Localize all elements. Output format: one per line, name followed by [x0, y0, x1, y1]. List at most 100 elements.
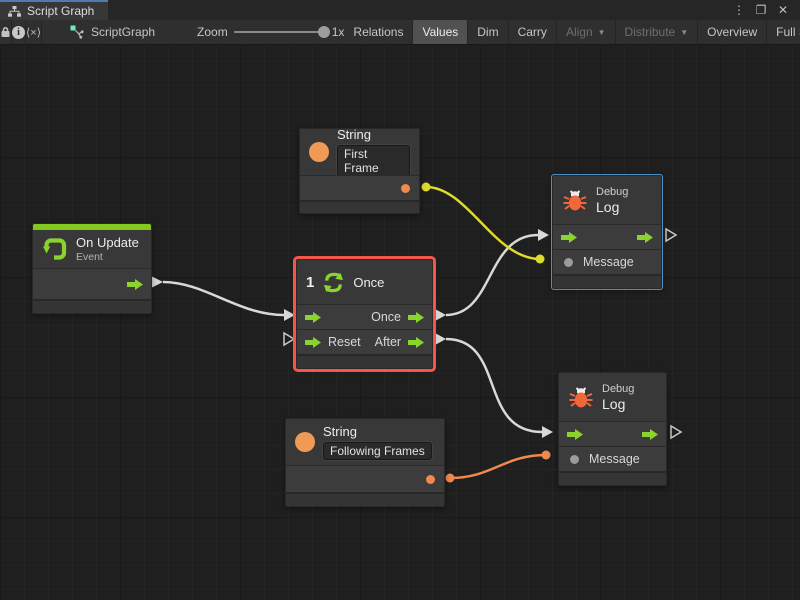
tab-script-graph[interactable]: Script Graph	[0, 0, 109, 20]
node-footer	[297, 354, 432, 368]
flow-input-port[interactable]	[567, 428, 583, 440]
lock-icon[interactable]	[0, 20, 12, 44]
port-in-message-top[interactable]	[535, 254, 545, 264]
event-accent-bar	[33, 224, 151, 230]
port-in-once[interactable]	[284, 309, 295, 321]
node-header: 1 Once	[297, 260, 432, 304]
maximize-icon[interactable]: ❐	[755, 3, 767, 17]
flow-input-port[interactable]	[561, 231, 577, 243]
port-in-debugtop[interactable]	[538, 229, 549, 241]
port-label: After	[374, 335, 402, 349]
flow-output-port[interactable]	[127, 278, 143, 290]
node-title: String	[337, 127, 371, 142]
loop-icon	[43, 238, 67, 260]
node-title: Log	[602, 395, 626, 412]
value-input-port[interactable]	[570, 454, 579, 464]
flow-output-port[interactable]	[642, 428, 658, 440]
zoom-slider[interactable]	[233, 26, 330, 38]
overview-button[interactable]: Overview	[698, 20, 768, 44]
code-icon: ⟨×⟩	[26, 26, 42, 39]
bug-icon	[563, 190, 587, 211]
node-header: String Following Frames	[286, 419, 444, 465]
node-header: On Update Event	[33, 230, 151, 268]
port-in-once-reset[interactable]	[283, 331, 296, 347]
flow-input-port[interactable]	[305, 311, 321, 323]
carry-button[interactable]: Carry	[509, 20, 557, 44]
node-output-row	[286, 465, 444, 492]
node-string-first-frame[interactable]: String First Frame	[299, 127, 420, 214]
relations-button[interactable]: Relations	[344, 20, 414, 44]
string-value-field[interactable]: Following Frames	[323, 442, 432, 460]
graph-breadcrumb[interactable]: ScriptGraph	[70, 20, 155, 44]
close-icon[interactable]: ✕	[777, 3, 789, 17]
string-type-icon	[309, 142, 329, 162]
wire-once-debugtop	[445, 233, 539, 317]
port-out-debugbottom[interactable]	[670, 424, 683, 440]
zoom-label: Zoom	[197, 25, 228, 39]
port-row-1	[553, 224, 661, 249]
sitemap-icon	[8, 5, 21, 17]
node-output-row	[33, 268, 151, 299]
node-footer	[33, 299, 151, 313]
port-out-onupdate[interactable]	[152, 276, 163, 288]
distribute-dropdown[interactable]: Distribute ▼	[616, 20, 699, 44]
node-category: Debug	[596, 185, 629, 198]
port-out-debugtop[interactable]	[665, 227, 678, 243]
align-dropdown[interactable]: Align ▼	[557, 20, 616, 44]
flow-output-port-once[interactable]	[408, 311, 424, 323]
flow-output-port[interactable]	[637, 231, 653, 243]
value-output-port[interactable]	[401, 183, 410, 193]
chevron-down-icon: ▼	[680, 27, 689, 37]
full-screen-button[interactable]: Full Screen	[776, 25, 800, 39]
port-row-1: Once	[297, 304, 432, 329]
string-type-icon	[295, 432, 315, 452]
port-in-message-bottom[interactable]	[541, 450, 551, 460]
node-subtitle: Event	[76, 251, 103, 263]
node-once[interactable]: 1 Once Once Reset After	[296, 259, 433, 369]
node-header: String First Frame	[300, 127, 419, 177]
node-debug-log-bottom[interactable]: Debug Log Message	[558, 372, 667, 486]
node-category: Debug	[602, 382, 635, 395]
node-footer	[553, 274, 661, 288]
graph-name: ScriptGraph	[91, 25, 156, 39]
zoom-slider-handle[interactable]	[317, 26, 330, 38]
port-in-debugbottom[interactable]	[542, 426, 553, 438]
node-on-update[interactable]: On Update Event	[32, 223, 152, 314]
info-button[interactable]: i	[12, 20, 26, 44]
value-output-port[interactable]	[426, 474, 435, 484]
zoom-value: 1x	[331, 25, 345, 39]
node-title: Once	[353, 274, 385, 290]
flow-output-port-after[interactable]	[408, 336, 425, 348]
port-out-once-after[interactable]	[435, 333, 446, 345]
toolbar-buttons: Relations Values Dim Carry Align ▼ Distr…	[344, 20, 800, 44]
cycle-icon	[324, 272, 344, 292]
port-row-1	[559, 421, 666, 446]
tab-title: Script Graph	[27, 4, 95, 18]
wire-onupdate-once	[162, 280, 285, 317]
port-out-once-once[interactable]	[435, 309, 446, 321]
window-controls: ⋮ ❐ ✕	[730, 0, 800, 20]
string-value-field[interactable]: First Frame	[337, 145, 410, 177]
node-footer	[559, 471, 666, 485]
port-row-2: Reset After	[297, 329, 432, 354]
graph-canvas[interactable]: String First Frame On Update Event	[0, 45, 800, 600]
code-preview-button[interactable]: ⟨×⟩	[26, 20, 43, 44]
node-debug-log-top[interactable]: Debug Log Message	[552, 175, 662, 289]
zoom-control: Zoom 1x	[197, 20, 344, 44]
node-title: Log	[596, 198, 620, 215]
once-count-badge: 1	[306, 273, 315, 291]
node-footer	[286, 492, 444, 506]
wire-once-debugbottom	[445, 337, 543, 434]
port-label: Message	[583, 255, 634, 269]
node-string-following-frames[interactable]: String Following Frames	[285, 418, 445, 507]
value-input-port[interactable]	[564, 257, 573, 267]
dim-button[interactable]: Dim	[468, 20, 509, 44]
node-title: String	[323, 424, 357, 439]
wire-string-first-message	[425, 185, 541, 261]
flow-input-port-reset[interactable]	[305, 336, 321, 348]
menu-icon[interactable]: ⋮	[733, 3, 745, 17]
values-button[interactable]: Values	[413, 20, 469, 44]
info-icon: i	[12, 25, 25, 39]
chevron-down-icon: ▼	[597, 27, 606, 37]
